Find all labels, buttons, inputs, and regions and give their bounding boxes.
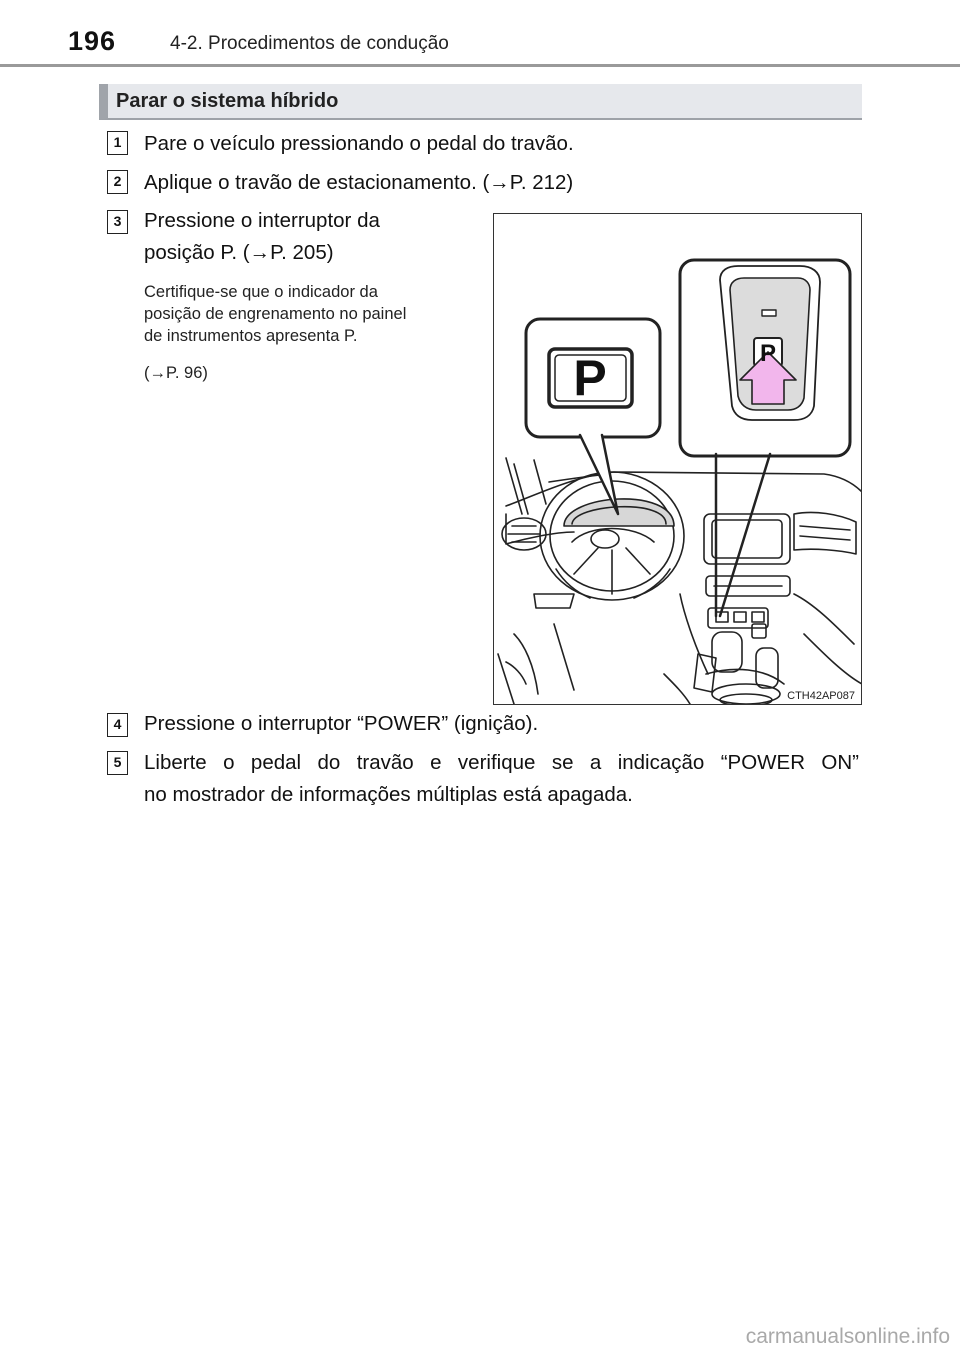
dashboard-drawing: P P	[497, 258, 861, 704]
step-number-3: 3	[107, 210, 128, 234]
p-indicator-letter: P	[573, 350, 606, 406]
watermark: carmanualsonline.info	[745, 1325, 950, 1348]
section-title: Parar o sistema híbrido	[116, 90, 339, 112]
step-5-text-line-1: Liberte o pedal do travão e verifique se…	[144, 751, 859, 774]
step-3-text-line-1: Pressione o interruptor da	[144, 209, 380, 232]
step-5-text-line-2: no mostrador de informações múltiplas es…	[144, 783, 633, 806]
dashboard-illustration: P P CTH42AP087	[493, 213, 862, 705]
step-number-2: 2	[107, 170, 128, 194]
step-number-1: 1	[107, 131, 128, 155]
push-arrow-icon	[739, 351, 797, 405]
step-3-note-line-1: Certifique-se que o indicador da	[144, 283, 378, 301]
chapter-title: 4-2. Procedimentos de condução	[170, 33, 449, 54]
step-4-text: Pressione o interruptor “POWER” (ignição…	[144, 712, 539, 735]
step-1-text: Pare o veículo pressionando o pedal do t…	[144, 132, 574, 155]
p-switch-letter: P	[760, 340, 776, 367]
figure-code: CTH42AP087	[787, 690, 855, 702]
header-divider	[0, 64, 960, 67]
step-number-5: 5	[107, 751, 128, 775]
page-number: 196	[68, 26, 117, 56]
step-3-note-line-2: posição de engrenamento no painel	[144, 305, 407, 323]
step-3-note-ref: (→P. 96)	[144, 364, 208, 382]
step-2-text: Aplique o travão de estacionamento. (→P.…	[144, 171, 574, 194]
step-3-note-line-3: de instrumentos apresenta P.	[144, 327, 358, 345]
step-3-text-line-2: posição P. (→P. 205)	[144, 241, 334, 264]
section-header: Parar o sistema híbrido	[99, 84, 862, 120]
step-number-4: 4	[107, 713, 128, 737]
